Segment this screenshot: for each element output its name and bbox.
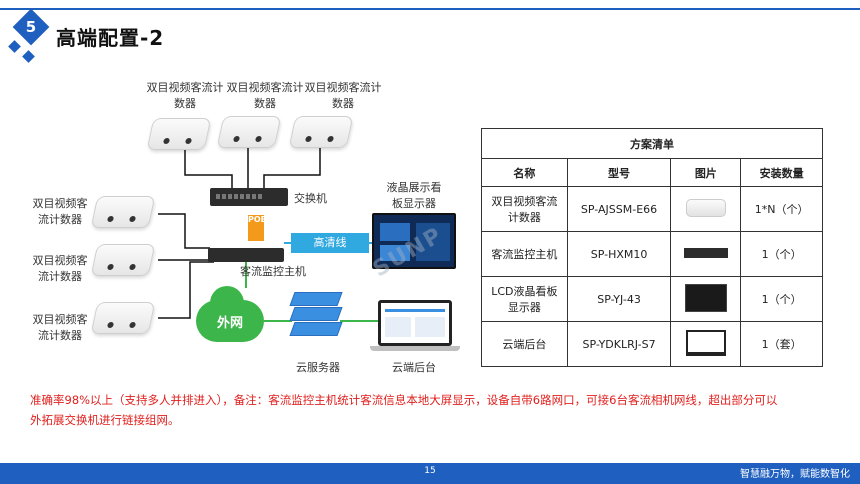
cell-image <box>670 276 742 322</box>
cell-model: SP-YJ-43 <box>566 276 672 322</box>
cell-model: SP-AJSSM-E66 <box>566 186 672 232</box>
cell-name: 云端后台 <box>481 321 568 367</box>
poe-label: POE <box>248 215 266 241</box>
table-row: 双目视频客流计数器 SP-AJSSM-E66 1*N（个） <box>481 186 823 232</box>
network-switch <box>210 188 288 206</box>
camera-icon <box>216 116 282 148</box>
footer-slogan: 智慧融万物，赋能数智化 <box>740 469 850 480</box>
camera-icon <box>90 196 156 228</box>
cell-qty: 1*N（个） <box>740 186 823 232</box>
cloud-backend-label: 云端后台 <box>392 361 436 374</box>
table-row: 云端后台 SP-YDKLRJ-S7 1（套） <box>481 321 823 367</box>
page-number: 15 <box>424 466 436 476</box>
table-row: LCD液晶看板显示器 SP-YJ-43 1（个） <box>481 276 823 322</box>
laptop-base <box>370 346 460 351</box>
col-header-qty: 安装数量 <box>740 158 823 187</box>
side-camera-label-3: 双目视频客流计数器 <box>32 313 88 342</box>
top-camera-label-1: 双目视频客流计数器 <box>146 81 224 110</box>
section-number: 5 <box>25 18 37 36</box>
remark-note: 准确率98%以上（支持多人并排进入），备注：客流监控主机统计客流信息本地大屏显示… <box>30 393 778 427</box>
footer-bar <box>0 463 860 484</box>
cell-name: 客流监控主机 <box>481 231 568 277</box>
cell-qty: 1（套） <box>740 321 823 367</box>
cell-image <box>670 186 742 232</box>
cell-name: LCD液晶看板显示器 <box>481 276 568 322</box>
header-rule <box>0 8 860 10</box>
lcd-display <box>372 213 456 269</box>
col-header-model: 型号 <box>566 158 672 187</box>
cell-image <box>670 231 742 277</box>
camera-icon <box>288 116 354 148</box>
cloud-server-label: 云服务器 <box>296 361 340 374</box>
side-camera-label-2: 双目视频客流计数器 <box>32 254 88 283</box>
lcd-icon <box>684 283 727 312</box>
table-title: 方案清单 <box>481 128 823 159</box>
internet-cloud-icon <box>196 286 264 342</box>
cell-image <box>670 321 742 367</box>
cell-model: SP-YDKLRJ-S7 <box>566 321 672 367</box>
camera-icon <box>90 302 156 334</box>
top-camera-label-2: 双目视频客流计数器 <box>226 81 304 110</box>
camera-icon <box>685 198 726 217</box>
server-icon <box>289 292 343 306</box>
laptop-icon <box>378 300 452 346</box>
host-icon <box>683 247 728 258</box>
display-label: 液晶展示看板显示器 <box>386 181 442 210</box>
host-label: 客流监控主机 <box>240 265 306 278</box>
top-camera-label-3: 双目视频客流计数器 <box>304 81 382 110</box>
hd-link-label: 高清线 <box>291 233 369 253</box>
col-header-image: 图片 <box>670 158 742 187</box>
camera-icon <box>90 244 156 276</box>
page-title: 高端配置-2 <box>56 26 165 50</box>
cell-name: 双目视频客流计数器 <box>481 186 568 232</box>
plan-table: 方案清单 名称 型号 图片 安装数量 双目视频客流计数器 SP-AJSSM-E6… <box>481 128 823 367</box>
cell-model: SP-HXM10 <box>566 231 672 277</box>
laptop-icon <box>685 329 726 356</box>
camera-icon <box>146 118 212 150</box>
col-header-name: 名称 <box>481 158 568 187</box>
cell-qty: 1（个） <box>740 276 823 322</box>
switch-label: 交换机 <box>294 192 327 205</box>
server-icon <box>289 307 343 321</box>
side-camera-label-1: 双目视频客流计数器 <box>32 197 88 226</box>
table-row: 客流监控主机 SP-HXM10 1（个） <box>481 231 823 277</box>
cell-qty: 1（个） <box>740 231 823 277</box>
internet-label: 外网 <box>216 316 243 331</box>
monitoring-host <box>208 248 284 262</box>
server-icon <box>289 322 343 336</box>
